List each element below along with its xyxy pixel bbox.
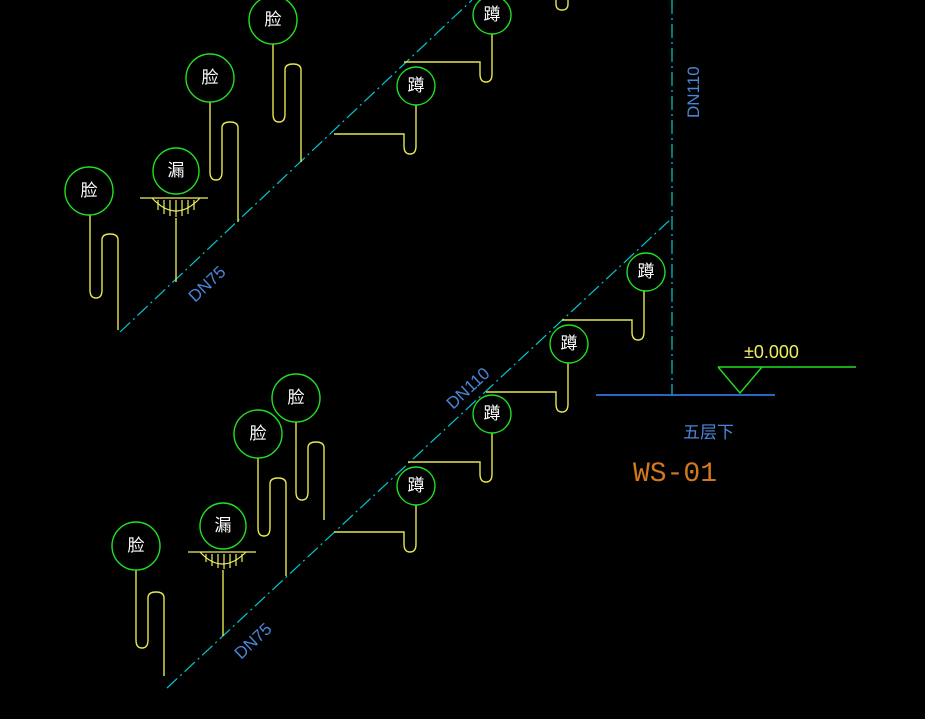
upper-basin-bubble-3: 脸: [248, 0, 298, 45]
svg-text:蹲: 蹲: [638, 262, 655, 282]
system-tag: WS-01: [633, 459, 717, 490]
lower-squat-bubble-1: 蹲: [396, 466, 436, 506]
upper-floor-drain: [140, 197, 208, 282]
upper-basin-bubble-1: 脸: [64, 166, 114, 216]
svg-text:脸: 脸: [288, 388, 305, 408]
lower-basin-trap-2: [257, 456, 287, 576]
ground-level: ±0.000 五层下 WS-01: [596, 342, 856, 490]
svg-text:脸: 脸: [81, 181, 98, 201]
lower-squat-trap-1: [334, 504, 417, 553]
vertical-riser: DN110: [671, 0, 703, 395]
upper-squat-trap-2: [404, 34, 493, 83]
svg-text:漏: 漏: [168, 161, 185, 181]
upper-squat-bubble-1: 蹲: [396, 66, 436, 106]
upper-squat-trap-1: [334, 104, 417, 155]
floor-label: 五层下: [683, 423, 734, 443]
lower-squat-trap-3: [486, 362, 569, 413]
lower-basin-bubble-2: 脸: [233, 409, 283, 459]
svg-text:蹲: 蹲: [561, 334, 578, 354]
lower-squat-bubble-2: 蹲: [472, 394, 512, 434]
svg-text:脸: 脸: [202, 68, 219, 88]
svg-text:漏: 漏: [215, 516, 232, 536]
svg-text:脸: 脸: [265, 10, 282, 30]
lower-basin-bubble-3: 脸: [271, 373, 321, 423]
lower-dn75-label: DN75: [231, 619, 276, 663]
lower-branch: DN75 DN110 脸 漏: [111, 217, 673, 689]
riser-dn110-label: DN110: [684, 66, 703, 118]
upper-floor-drain-bubble: 漏: [152, 147, 200, 195]
lower-basin-bubble-1: 脸: [111, 521, 161, 571]
level-mark-text: ±0.000: [744, 342, 799, 362]
upper-basin-trap-1: [89, 214, 119, 330]
upper-basin-trap-3: [272, 40, 302, 162]
lower-squat-trap-4: [562, 290, 645, 341]
lower-squat-bubble-3: 蹲: [549, 324, 589, 364]
upper-dn75-label: DN75: [185, 262, 230, 306]
svg-text:蹲: 蹲: [484, 404, 501, 424]
svg-text:脸: 脸: [250, 424, 267, 444]
lower-squat-bubble-4: 蹲: [626, 252, 666, 292]
svg-text:蹲: 蹲: [408, 76, 425, 96]
lower-floor-drain-bubble: 漏: [199, 502, 247, 550]
upper-basin-trap-2: [209, 100, 239, 222]
upper-basin-bubble-2: 脸: [185, 53, 235, 103]
lower-branch-pipe: [166, 217, 673, 689]
upper-branch-pipe: [119, 0, 473, 333]
level-marker: [717, 366, 856, 395]
svg-text:脸: 脸: [128, 536, 145, 556]
lower-floor-drain: [188, 551, 256, 636]
lower-basin-trap-3: [295, 420, 325, 520]
lower-basin-trap-1: [135, 570, 165, 676]
svg-text:蹲: 蹲: [408, 476, 425, 496]
lower-squat-trap-2: [408, 432, 493, 483]
svg-text:蹲: 蹲: [484, 5, 501, 25]
upper-squat-bubble-2: 蹲: [472, 0, 512, 35]
upper-branch: DN75 脸 漏 脸: [64, 0, 569, 333]
